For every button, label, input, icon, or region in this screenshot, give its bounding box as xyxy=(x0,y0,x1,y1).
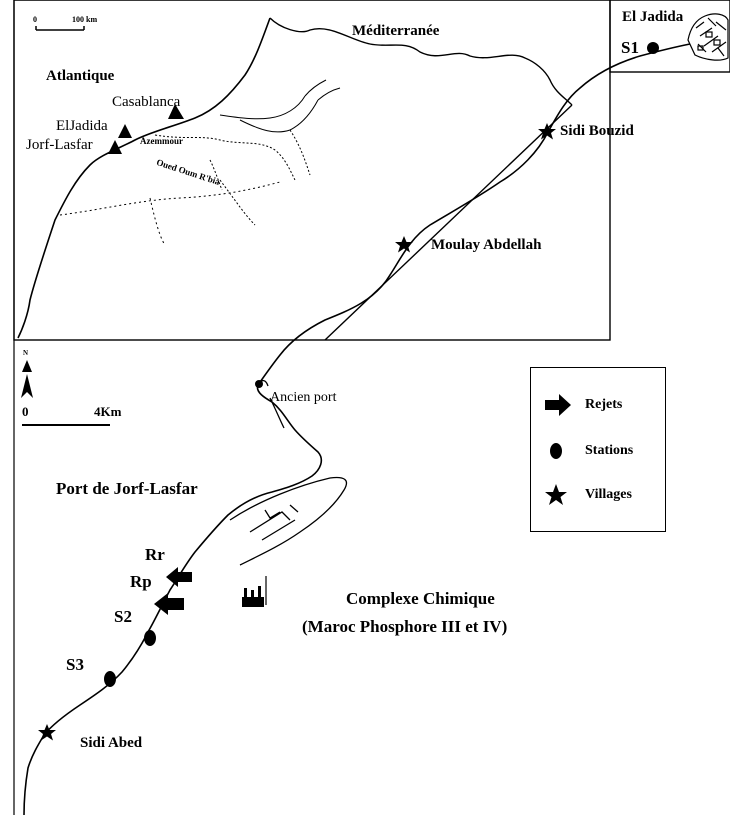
rejet-rp-label: Rp xyxy=(130,572,152,591)
eljadida-marker xyxy=(118,124,132,138)
legend-stations-icon xyxy=(550,443,562,459)
inset-atlantic-coast xyxy=(17,17,271,339)
complex-subtitle: (Maroc Phosphore III et IV) xyxy=(302,617,508,636)
station-s2-label: S2 xyxy=(114,607,132,626)
legend-rejets-icon xyxy=(545,394,571,416)
el-jadida-label: El Jadida xyxy=(622,9,684,25)
station-s1-marker xyxy=(647,42,659,54)
legend-row-stations: Stations xyxy=(531,436,665,466)
station-s1-label: S1 xyxy=(621,38,639,57)
village-sidi-bouzid-star xyxy=(538,123,556,140)
inset-river-tributary-3 xyxy=(304,79,341,101)
ancien-port-marker xyxy=(255,380,263,388)
complex-title: Complexe Chimique xyxy=(346,589,495,608)
rejet-rr-label: Rr xyxy=(145,545,165,564)
north-label: N xyxy=(23,349,29,357)
inset-river-tributary-5 xyxy=(219,179,256,226)
el-jadida-inset-frame xyxy=(609,0,730,73)
inset-river-tributary-1 xyxy=(219,95,306,120)
village-sidi-abed-star xyxy=(38,724,56,741)
main-scale-zero: 0 xyxy=(22,404,29,419)
village-moulay-abdellah-label: Moulay Abdellah xyxy=(431,237,542,253)
inset-sea-west: Atlantique xyxy=(46,68,115,84)
village-sidi-abed-label: Sidi Abed xyxy=(80,735,143,751)
morocco-inset-frame xyxy=(13,0,611,341)
main-scale-distance: 4Km xyxy=(94,404,122,419)
village-moulay-abdellah-star xyxy=(395,236,413,253)
legend-box: Rejets Stations Villages xyxy=(530,367,666,532)
chemical-complex-icon xyxy=(242,586,264,607)
ancien-port-label: Ancien port xyxy=(270,390,337,405)
station-s3-label: S3 xyxy=(66,655,84,674)
inset-scale-distance: 100 km xyxy=(72,15,98,24)
inset-scale-zero: 0 xyxy=(33,15,37,24)
rejet-rp-arrow xyxy=(154,593,184,615)
inset-sea-north: Méditerranée xyxy=(352,23,440,39)
north-arrow xyxy=(21,360,33,398)
inset-city-jorflasfar: Jorf-Lasfar xyxy=(26,137,93,153)
inset-town-azemmour: Azemmour xyxy=(140,136,183,146)
el-jadida-city-pattern xyxy=(687,13,729,61)
inset-coastline xyxy=(269,17,573,106)
casablanca-marker xyxy=(168,104,184,119)
inset-river-tributary-4 xyxy=(289,129,311,176)
station-s3-marker xyxy=(104,671,116,687)
legend-row-rejets: Rejets xyxy=(531,390,665,420)
rejet-rr-arrow xyxy=(166,567,192,587)
village-sidi-bouzid-label: Sidi Bouzid xyxy=(560,123,634,139)
inset-city-casablanca: Casablanca xyxy=(112,94,181,110)
legend-stations-label: Stations xyxy=(585,443,634,458)
jorflasfar-marker xyxy=(108,140,122,154)
inset-dotted-border-2 xyxy=(149,197,166,246)
main-coastline xyxy=(23,43,691,815)
port-jorf-lasfar-label: Port de Jorf-Lasfar xyxy=(56,479,198,498)
port-jorf-lasfar-structure xyxy=(229,476,348,566)
legend-villages-icon xyxy=(545,484,567,505)
inset-dotted-border xyxy=(59,181,281,216)
inset-border-diagonal xyxy=(324,104,573,341)
station-s2-marker xyxy=(144,630,156,646)
inset-city-eljadida: ElJadida xyxy=(56,118,108,134)
inset-river-tributary-6 xyxy=(209,159,223,191)
legend-villages-label: Villages xyxy=(585,487,632,502)
legend-row-villages: Villages xyxy=(531,480,665,510)
legend-rejets-label: Rejets xyxy=(585,397,623,412)
